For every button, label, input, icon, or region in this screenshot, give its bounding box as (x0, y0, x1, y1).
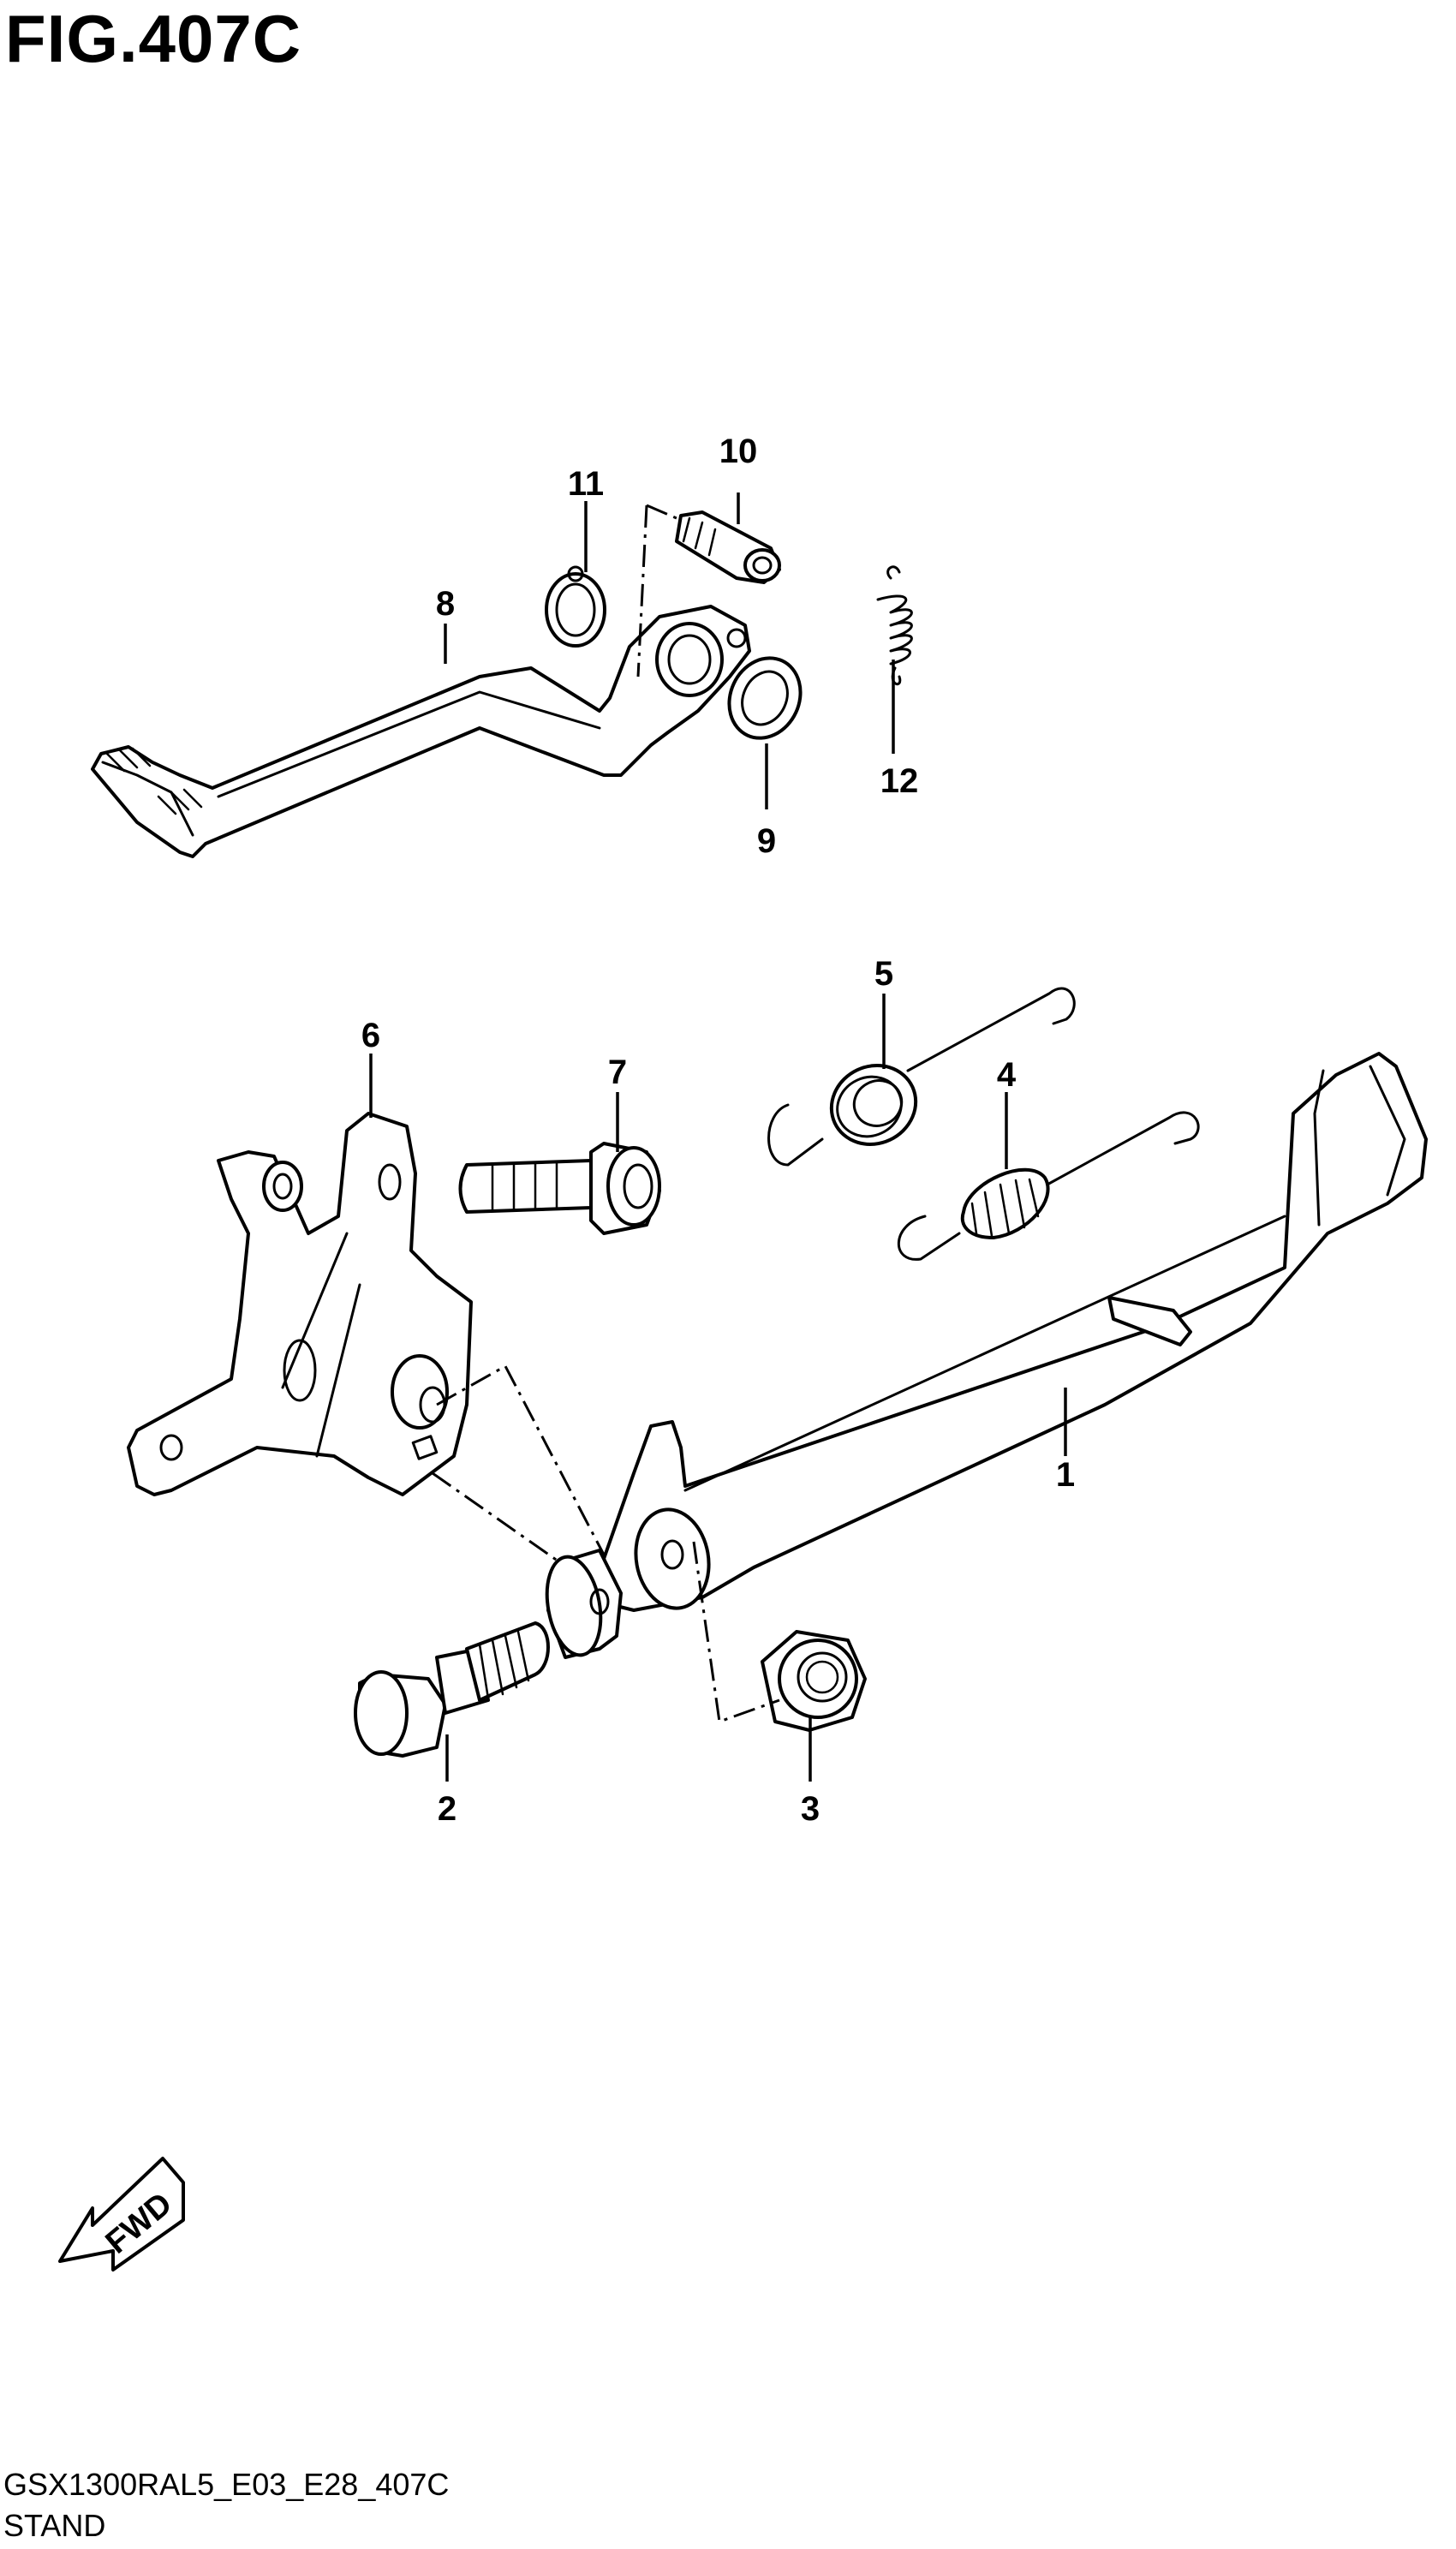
callout-10: 10 (719, 433, 758, 470)
callout-labels: 1 2 3 4 5 6 7 8 9 10 11 12 (361, 433, 1075, 1828)
callout-1: 1 (1056, 1456, 1075, 1494)
part-6-bracket[interactable] (127, 1112, 473, 1496)
part-2-bolt[interactable] (354, 1621, 550, 1758)
part-1-collar (545, 1549, 623, 1659)
callout-2: 2 (438, 1790, 456, 1828)
part-4-spring[interactable] (897, 1111, 1200, 1261)
part-5-spring[interactable] (767, 987, 1076, 1167)
part-3-nut[interactable] (761, 1630, 867, 1732)
fwd-arrow-icon: FWD (58, 2157, 185, 2271)
callout-7: 7 (608, 1054, 627, 1091)
part-7-bolt[interactable] (458, 1142, 661, 1235)
callout-3: 3 (801, 1790, 820, 1828)
callout-4: 4 (997, 1056, 1017, 1094)
part-8-pedal-lever[interactable] (91, 605, 751, 858)
callout-9: 9 (757, 822, 776, 860)
section-name: STAND (3, 2508, 106, 2543)
callout-6: 6 (361, 1017, 380, 1054)
part-9-washer[interactable] (716, 647, 813, 750)
callout-11: 11 (568, 465, 604, 503)
figure-code: GSX1300RAL5_E03_E28_407C (3, 2467, 450, 2502)
part-1-side-stand[interactable] (598, 1052, 1428, 1614)
part-10-pin[interactable] (675, 510, 781, 584)
callout-8: 8 (436, 585, 455, 623)
callout-5: 5 (874, 955, 893, 993)
callout-12: 12 (880, 762, 919, 800)
leader-lines (369, 492, 1067, 1782)
part-11-circlip[interactable] (545, 565, 606, 648)
figure-title: FIG.407C (5, 1, 302, 76)
